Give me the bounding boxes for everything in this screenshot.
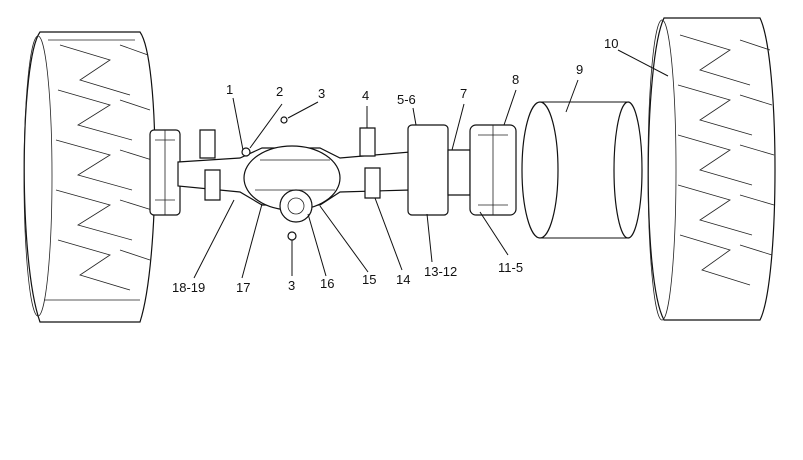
callout-labels: 1 2 3 4 5-6 7 8 9 10 11-5 13-12 14 15 16…	[172, 36, 618, 295]
label-7: 7	[460, 86, 467, 101]
right-tire	[647, 17, 776, 321]
right-final-drive	[407, 124, 517, 216]
leader-lines	[193, 49, 669, 279]
label-18-19: 18-19	[172, 280, 205, 295]
label-3-top: 3	[318, 86, 325, 101]
left-hub	[149, 129, 181, 216]
label-15: 15	[362, 272, 376, 287]
fasteners	[241, 116, 297, 241]
label-8: 8	[512, 72, 519, 87]
label-10: 10	[604, 36, 618, 51]
left-tire	[23, 31, 156, 323]
label-3-bottom: 3	[288, 278, 295, 293]
rim	[521, 101, 643, 239]
label-1: 1	[226, 82, 233, 97]
label-16: 16	[320, 276, 334, 291]
label-5-6: 5-6	[397, 92, 416, 107]
label-14: 14	[396, 272, 410, 287]
label-9: 9	[576, 62, 583, 77]
label-17: 17	[236, 280, 250, 295]
spring-brackets	[199, 127, 381, 201]
label-13-12: 13-12	[424, 264, 457, 279]
label-2: 2	[276, 84, 283, 99]
label-4: 4	[362, 88, 369, 103]
axle-housing	[177, 145, 411, 223]
label-11-5: 11-5	[498, 260, 523, 275]
